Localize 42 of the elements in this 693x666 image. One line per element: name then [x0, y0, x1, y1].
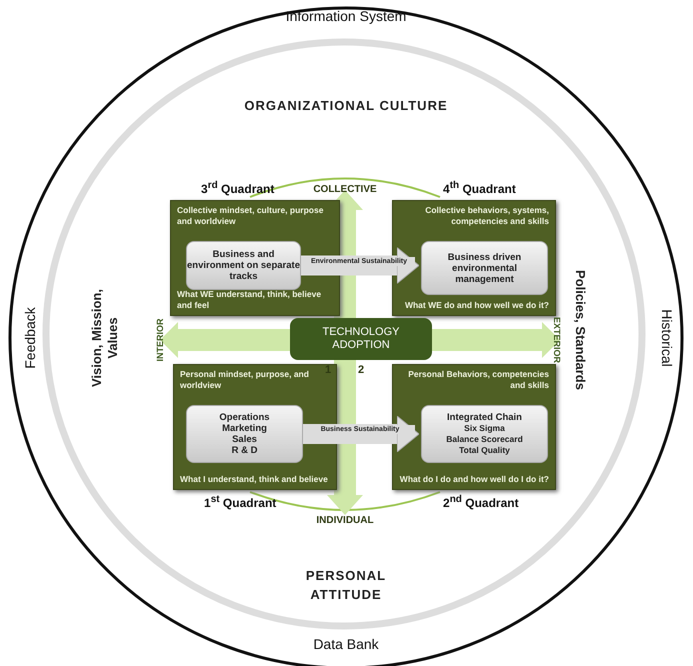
box-text: Operations [219, 412, 270, 423]
panel-text: What WE do and how well we do it? [404, 300, 549, 311]
panel-text: Personal Behaviors, competencies and skills [407, 369, 549, 391]
quadrant-heading: 2$^{nd}$ Quadrant [443, 494, 519, 510]
inner-box [186, 241, 301, 290]
inner-box [421, 241, 548, 295]
axis-number: 2 [356, 364, 366, 376]
panel-text: What WE understand, think, believe and feel [177, 289, 322, 311]
panel-text: What I understand, think and believe [180, 474, 329, 485]
box-text: Total Quality [459, 445, 510, 456]
ring-label: Historical [659, 308, 675, 369]
central-box: TECHNOLOGY ADOPTION [290, 318, 432, 360]
axis-label: EXTERIOR [552, 316, 562, 365]
panel-text: Collective behaviors, systems, competencies and skills [424, 205, 549, 227]
panel-text: What do I do and how well do I do it? [399, 474, 549, 485]
quadrant-heading: 4$^{th}$ Quadrant [443, 180, 516, 196]
section-heading: Policies, Standards [572, 270, 588, 390]
ring-label: Information System [284, 8, 408, 24]
box-text: Balance Scorecard [446, 434, 523, 445]
axis-label: COLLECTIVE [312, 184, 378, 195]
section-heading: PERSONAL ATTITUDE [304, 567, 388, 604]
inner-box [421, 405, 548, 463]
block-arrow [301, 247, 420, 284]
box-text: R & D [232, 445, 258, 456]
section-heading: ORGANIZATIONAL CULTURE [243, 97, 449, 115]
axis-label: INTERIOR [155, 318, 165, 364]
box-text: Six Sigma [464, 423, 505, 434]
box-text: Business driven environmental management [446, 252, 522, 284]
block-arrow [303, 416, 420, 452]
box-text: Sales [232, 434, 257, 445]
box-text: Business and environment on separate tracks [187, 249, 300, 282]
panel-text: Personal mindset, purpose, and worldview [180, 369, 310, 391]
section-heading: Vision, Mission, Values [89, 288, 121, 390]
panel-text: Collective mindset, culture, purpose and worldview [177, 205, 324, 227]
inner-box [186, 405, 303, 463]
ring-label: Feedback [22, 306, 38, 371]
ring-label: Data Bank [312, 636, 380, 652]
quadrant-heading: 1$^{st}$ Quadrant [204, 494, 276, 510]
quadrant-heading: 3$^{rd}$ Quadrant [201, 180, 274, 196]
axis-label: INDIVIDUAL [315, 515, 375, 526]
box-text: Marketing [222, 423, 267, 434]
box-text: Integrated Chain [447, 412, 522, 423]
